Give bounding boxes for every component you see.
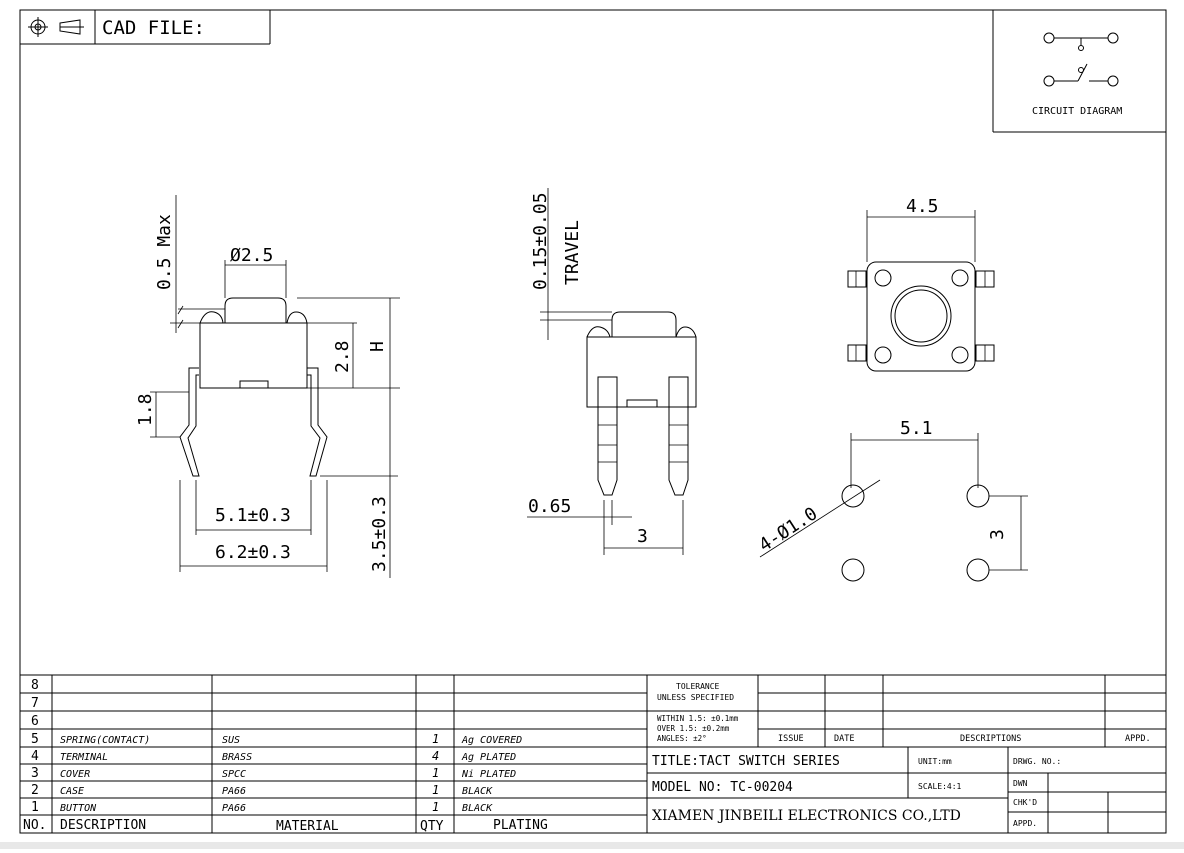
bom-header-plating: PLATING [493, 818, 548, 833]
table-row: 3 COVER SPCC 1 Ni PLATED [31, 766, 516, 781]
dim-3-pcb-label: 3 [987, 529, 1008, 540]
bom-cell-no: 5 [31, 732, 39, 747]
tolerance-angles: ANGLES: ±2° [657, 734, 707, 743]
circuit-diagram: CIRCUIT DIAGRAM [992, 10, 1166, 133]
bom-cell-plating: BLACK [462, 786, 493, 797]
dim-diameter-label: Ø2.5 [230, 245, 273, 266]
descriptions-header: DESCRIPTIONS [960, 734, 1021, 744]
dim-18-label: 1.8 [135, 393, 156, 426]
bom-cell-qty: 4 [432, 749, 439, 763]
scale-text: SCALE:4:1 [918, 782, 962, 791]
bom-cell-material: PA66 [222, 803, 246, 814]
bom-cell-description: CASE [60, 786, 84, 797]
table-row: 2 CASE PA66 1 BLACK [31, 783, 493, 798]
title-block: TOLERANCE UNLESS SPECIFIED WITHIN 1.5: ±… [647, 675, 1166, 833]
appd-header: APPD. [1125, 734, 1151, 744]
table-row: 5 SPRING(CONTACT) SUS 1 Ag COVERED [31, 732, 522, 747]
bom-row-no: 6 [31, 714, 39, 729]
bom-cell-description: TERMINAL [60, 752, 108, 763]
bom-cell-no: 1 [31, 800, 39, 815]
circuit-diagram-label: CIRCUIT DIAGRAM [1032, 106, 1122, 117]
bom-cell-description: COVER [60, 769, 90, 780]
tolerance-within: WITHIN 1.5: ±0.1mm [657, 714, 739, 723]
dim-065-label: 0.65 [528, 496, 571, 517]
table-row: 4 TERMINAL BRASS 4 Ag PLATED [31, 749, 516, 764]
dim-45-label: 4.5 [906, 196, 939, 217]
dwn-label: DWN [1013, 779, 1028, 788]
bom-cell-plating: BLACK [462, 803, 493, 814]
dim-35-label: 3.5±0.3 [369, 496, 390, 572]
appd2-label: APPD. [1013, 819, 1037, 828]
bom-row-no: 7 [31, 696, 39, 711]
model-text: MODEL NO: TC-00204 [652, 780, 793, 795]
dim-3-side-label: 3 [637, 526, 648, 547]
tolerance-line2: UNLESS SPECIFIED [657, 693, 734, 702]
dim-travel-label: 0.15±0.05 [530, 192, 551, 290]
date-header: DATE [834, 734, 854, 744]
bom-cell-material: SUS [222, 735, 240, 746]
bom-header-material: MATERIAL [276, 819, 339, 834]
bom-table: 8 7 6 5 SPRING(CONTACT) SUS 1 Ag COVERED… [20, 674, 1166, 834]
dim-28-label: 2.8 [332, 340, 353, 373]
bom-header-description: DESCRIPTION [60, 818, 146, 833]
cad-file-label: CAD FILE: [102, 17, 205, 39]
bom-cell-no: 4 [31, 749, 39, 764]
dim-62-label: 6.2±0.3 [215, 542, 291, 563]
bom-cell-plating: Ag COVERED [461, 735, 522, 746]
front-view: 0.5 Max Ø2.5 2.8 H 1.8 5.1±0.3 6.2±0.3 3… [135, 195, 400, 578]
bom-header-no: NO. [23, 818, 46, 833]
drawing-border [19, 9, 1167, 834]
cad-header: CAD FILE: [20, 10, 271, 45]
bom-cell-no: 2 [31, 783, 39, 798]
bom-header-qty: QTY [420, 819, 444, 834]
chkd-label: CHK'D [1013, 798, 1037, 807]
bom-row-no: 8 [31, 678, 39, 693]
bom-cell-qty: 1 [432, 766, 439, 780]
company-name: XIAMEN JINBEILI ELECTRONICS CO.,LTD [652, 808, 961, 824]
bom-cell-qty: 1 [432, 800, 439, 814]
window-bottom-edge [0, 842, 1184, 849]
dim-51-pcb-label: 5.1 [900, 418, 933, 439]
dim-h-label: H [367, 341, 388, 352]
unit-text: UNIT:mm [918, 757, 952, 766]
bom-cell-qty: 1 [432, 783, 439, 797]
bom-header-row: NO. DESCRIPTION MATERIAL QTY PLATING [23, 818, 548, 834]
bom-cell-description: BUTTON [60, 803, 97, 814]
issue-header: ISSUE [778, 734, 804, 744]
tolerance-over: OVER 1.5: ±0.2mm [657, 724, 730, 733]
travel-label: TRAVEL [562, 220, 583, 285]
title-text: TITLE:TACT SWITCH SERIES [652, 754, 840, 769]
pcb-view: 5.1 4-Ø1.0 3 [755, 418, 1028, 582]
top-view: 4.5 [847, 196, 995, 372]
bom-cell-qty: 1 [432, 732, 439, 746]
table-row: 1 BUTTON PA66 1 BLACK [31, 800, 493, 815]
side-view: 0.15±0.05 TRAVEL 0.65 3 [527, 188, 697, 555]
tolerance-line1: TOLERANCE [676, 682, 720, 691]
bom-cell-material: SPCC [222, 769, 246, 780]
bom-cell-material: BRASS [222, 752, 252, 763]
bom-cell-description: SPRING(CONTACT) [60, 735, 150, 746]
bom-cell-plating: Ag PLATED [461, 752, 516, 763]
dim-max-label: 0.5 Max [154, 214, 175, 290]
drwg-no-label: DRWG. NO.: [1013, 757, 1061, 766]
dim-51-label: 5.1±0.3 [215, 505, 291, 526]
bom-cell-material: PA66 [222, 786, 246, 797]
third-angle-projection-icon [28, 17, 84, 37]
bom-cell-no: 3 [31, 766, 39, 781]
bom-cell-plating: Ni PLATED [461, 769, 516, 780]
dim-holes-label: 4-Ø1.0 [755, 503, 821, 556]
